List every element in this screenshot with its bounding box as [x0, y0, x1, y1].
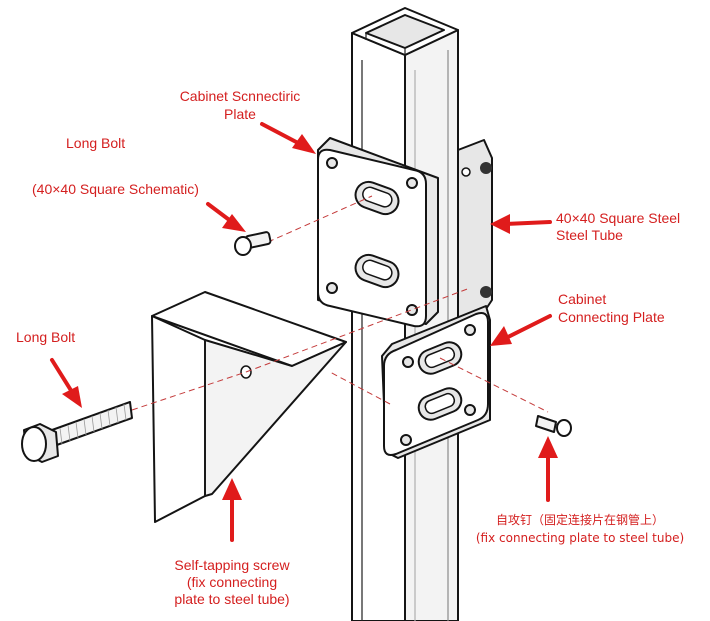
angle-bracket [151, 291, 347, 523]
label-line: Connecting Plate [558, 309, 665, 325]
label-line: 自攻钉（固定连接片在钢管上） [496, 512, 664, 527]
label-square-tube: 40×40 Square Steel Steel Tube [556, 210, 680, 243]
label-line: Steel Tube [556, 227, 623, 243]
lower-cabinet-plate [381, 305, 491, 459]
label-self-tapping-screw: Self-tapping screw (fix connecting plate… [174, 557, 290, 607]
label-square-schematic: (40×40 Square Schematic) [32, 181, 199, 197]
long-bolt-left [21, 401, 133, 463]
rear-connecting-plate [457, 139, 493, 323]
label-line: Self-tapping screw [174, 557, 290, 573]
label-line: Cabinet [558, 291, 606, 307]
short-bolt-upper [234, 231, 272, 256]
label-line: (fix connecting plate to steel tube) [476, 531, 684, 545]
label-long-bolt-top: Long Bolt [66, 135, 125, 151]
label-line: 40×40 Square Steel [556, 210, 680, 226]
assembly-guide-lines [131, 195, 549, 413]
label-line: Plate [224, 106, 256, 122]
label-cabinet-plate-right: Cabinet Connecting Plate [558, 291, 665, 325]
upper-cabinet-plate [317, 137, 439, 328]
label-chinese-note: 自攻钉（固定连接片在钢管上） (fix connecting plate to … [476, 512, 684, 545]
label-line: (fix connecting [187, 574, 277, 590]
label-cabinet-plate-top: Cabinet Scnnectiric Plate [180, 88, 301, 122]
self-tapping-screw [535, 415, 572, 437]
label-line: plate to steel tube) [174, 591, 289, 607]
label-long-bolt-left: Long Bolt [16, 329, 75, 345]
label-line: Cabinet Scnnectiric [180, 88, 301, 104]
annotation-arrows [50, 122, 558, 542]
